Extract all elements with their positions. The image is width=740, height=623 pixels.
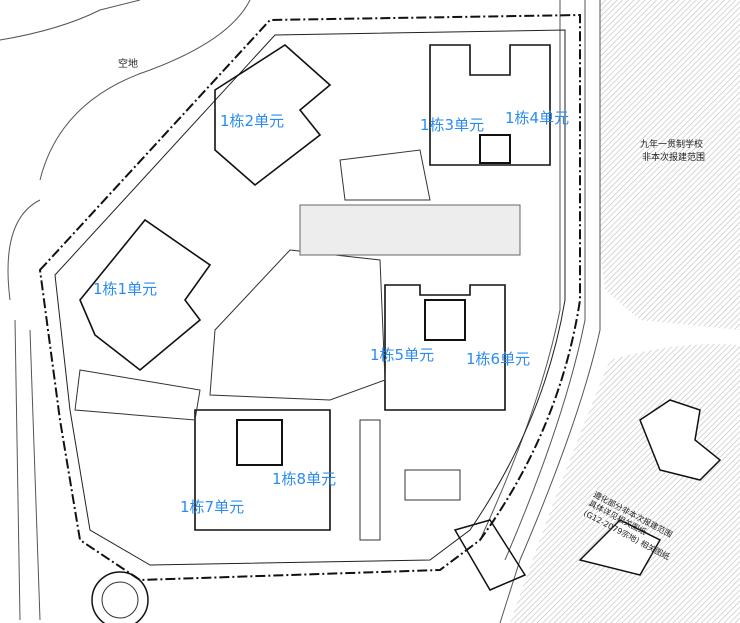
site-boundary: [38, 13, 581, 582]
southeast-hatch-area: [510, 344, 740, 623]
unit-label-1-6: 1栋6单元: [466, 350, 531, 368]
unit-label-1-4: 1栋4单元: [505, 109, 570, 127]
vacant-land-label: 空地: [118, 59, 138, 70]
roads: [0, 0, 601, 623]
school-label-line2: 非本次报建范围: [642, 153, 706, 163]
buildings: [79, 43, 551, 531]
unit-label-1-1: 1栋1单元: [93, 280, 158, 298]
roundabout: [91, 571, 149, 623]
unit-label-1-7: 1栋7单元: [180, 498, 245, 516]
unit-label-1-5: 1栋5单元: [370, 346, 435, 364]
unit-label-1-3: 1栋3单元: [420, 116, 485, 134]
school-hatch-area: [600, 0, 740, 330]
bridge: [453, 519, 527, 591]
unit-label-1-8: 1栋8单元: [272, 470, 337, 488]
unit-label-1-2: 1栋2单元: [220, 112, 285, 130]
school-label-line1: 九年一贯制学校: [640, 140, 704, 150]
